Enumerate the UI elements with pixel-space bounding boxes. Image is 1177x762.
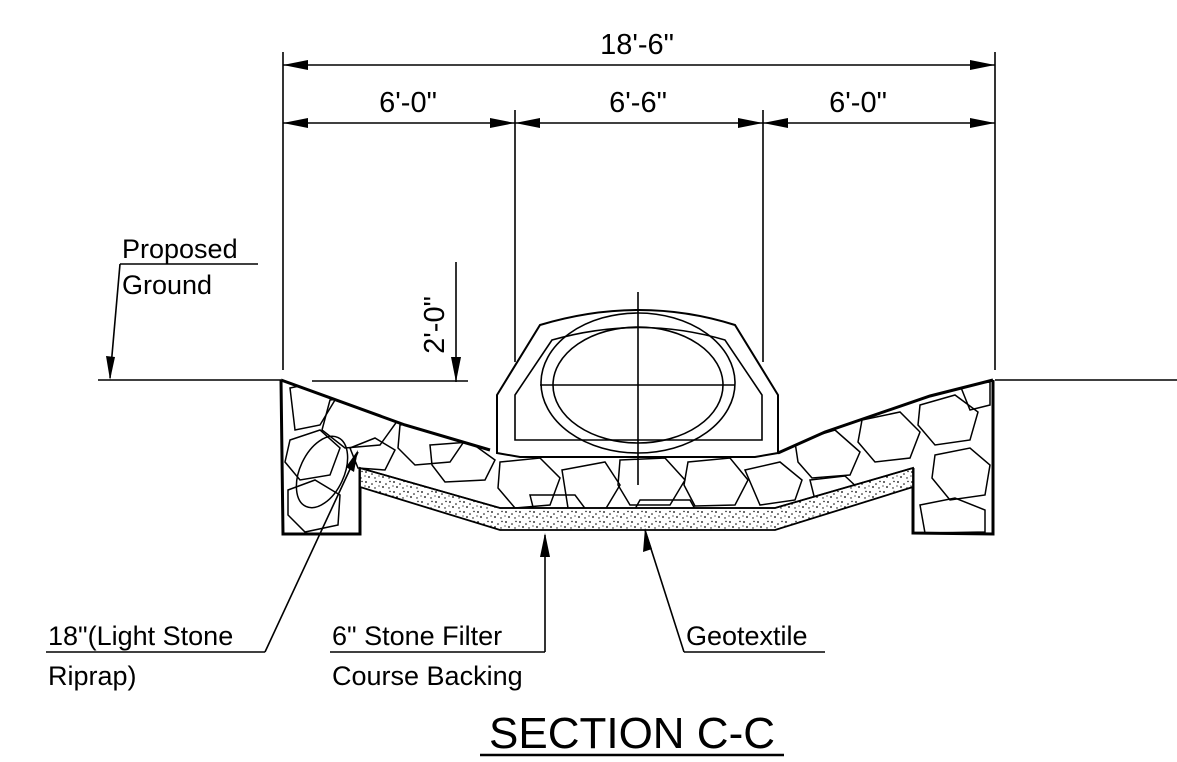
dimension-right-label: 6'-0" — [829, 87, 887, 119]
proposed-ground-label-2: Ground — [122, 270, 212, 300]
filter-label-2: Course Backing — [332, 661, 523, 691]
dimension-overall: 18'-6" — [283, 29, 995, 70]
dimension-depth: 2'-0" — [312, 262, 468, 382]
dimension-right: 6'-0" — [763, 87, 995, 128]
proposed-ground-callout: Proposed Ground — [106, 234, 258, 380]
geotextile-callout: Geotextile — [643, 528, 825, 653]
dimension-center: 6'-6" — [515, 87, 763, 128]
dimension-overall-label: 18'-6" — [600, 29, 674, 61]
section-title-text: SECTION C-C — [489, 709, 775, 758]
culvert-pipe — [496, 292, 779, 485]
riprap-label-2: Riprap) — [48, 661, 137, 691]
geotextile-label: Geotextile — [686, 621, 808, 651]
filter-label-1: 6" Stone Filter — [332, 621, 502, 651]
riprap-label-1: 18"(Light Stone — [48, 621, 233, 651]
dimension-center-label: 6'-6" — [609, 87, 667, 119]
stone-filter-layer — [359, 466, 914, 531]
section-title: SECTION C-C — [480, 709, 784, 758]
dimension-depth-label: 2'-0" — [419, 296, 451, 354]
proposed-ground-label-1: Proposed — [122, 234, 238, 264]
filter-callout: 6" Stone Filter Course Backing — [330, 533, 550, 691]
dimension-left: 6'-0" — [283, 87, 515, 128]
extension-lines — [282, 52, 996, 370]
dimension-left-label: 6'-0" — [379, 87, 437, 119]
riprap-outline — [279, 378, 995, 536]
riprap-callout: 18"(Light Stone Riprap) — [46, 450, 359, 691]
